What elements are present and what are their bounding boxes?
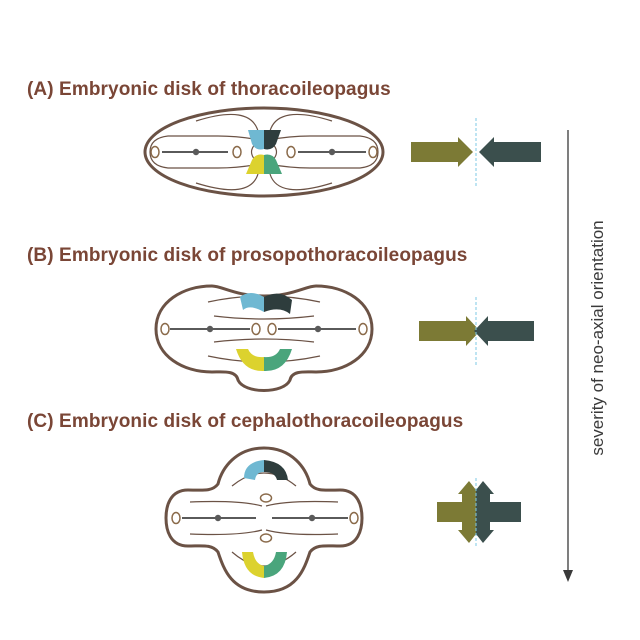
green-segment-c — [264, 552, 287, 578]
blue-segment-b — [240, 293, 264, 312]
dark-segment-a — [264, 130, 281, 150]
embryonic-disk-a — [143, 106, 385, 198]
panel-c-title: (C) Embryonic disk of cephalothoracoileo… — [27, 411, 464, 432]
panel-b-title: (B) Embryonic disk of prosopothoracoileo… — [27, 245, 468, 266]
opposing-arrows-b — [419, 297, 534, 365]
panel-a-title: (A) Embryonic disk of thoracoileopagus — [27, 79, 391, 100]
embryonic-disk-c — [164, 446, 364, 594]
severity-axis-arrow — [563, 130, 573, 582]
yellow-segment-b — [236, 349, 264, 372]
bent-arrows-c — [437, 478, 521, 546]
severity-axis-label: severity of neo-axial orientation — [588, 220, 607, 456]
dark-segment-c — [264, 460, 288, 480]
blue-segment-a — [248, 130, 264, 150]
green-segment-b — [264, 349, 292, 372]
blue-segment-c — [244, 460, 264, 480]
yellow-segment-c — [242, 552, 264, 578]
green-segment-a — [264, 154, 282, 174]
dark-segment-b — [264, 293, 292, 314]
opposing-arrows-a — [411, 118, 541, 186]
embryonic-disk-b — [154, 284, 374, 392]
yellow-segment-a — [246, 154, 264, 174]
